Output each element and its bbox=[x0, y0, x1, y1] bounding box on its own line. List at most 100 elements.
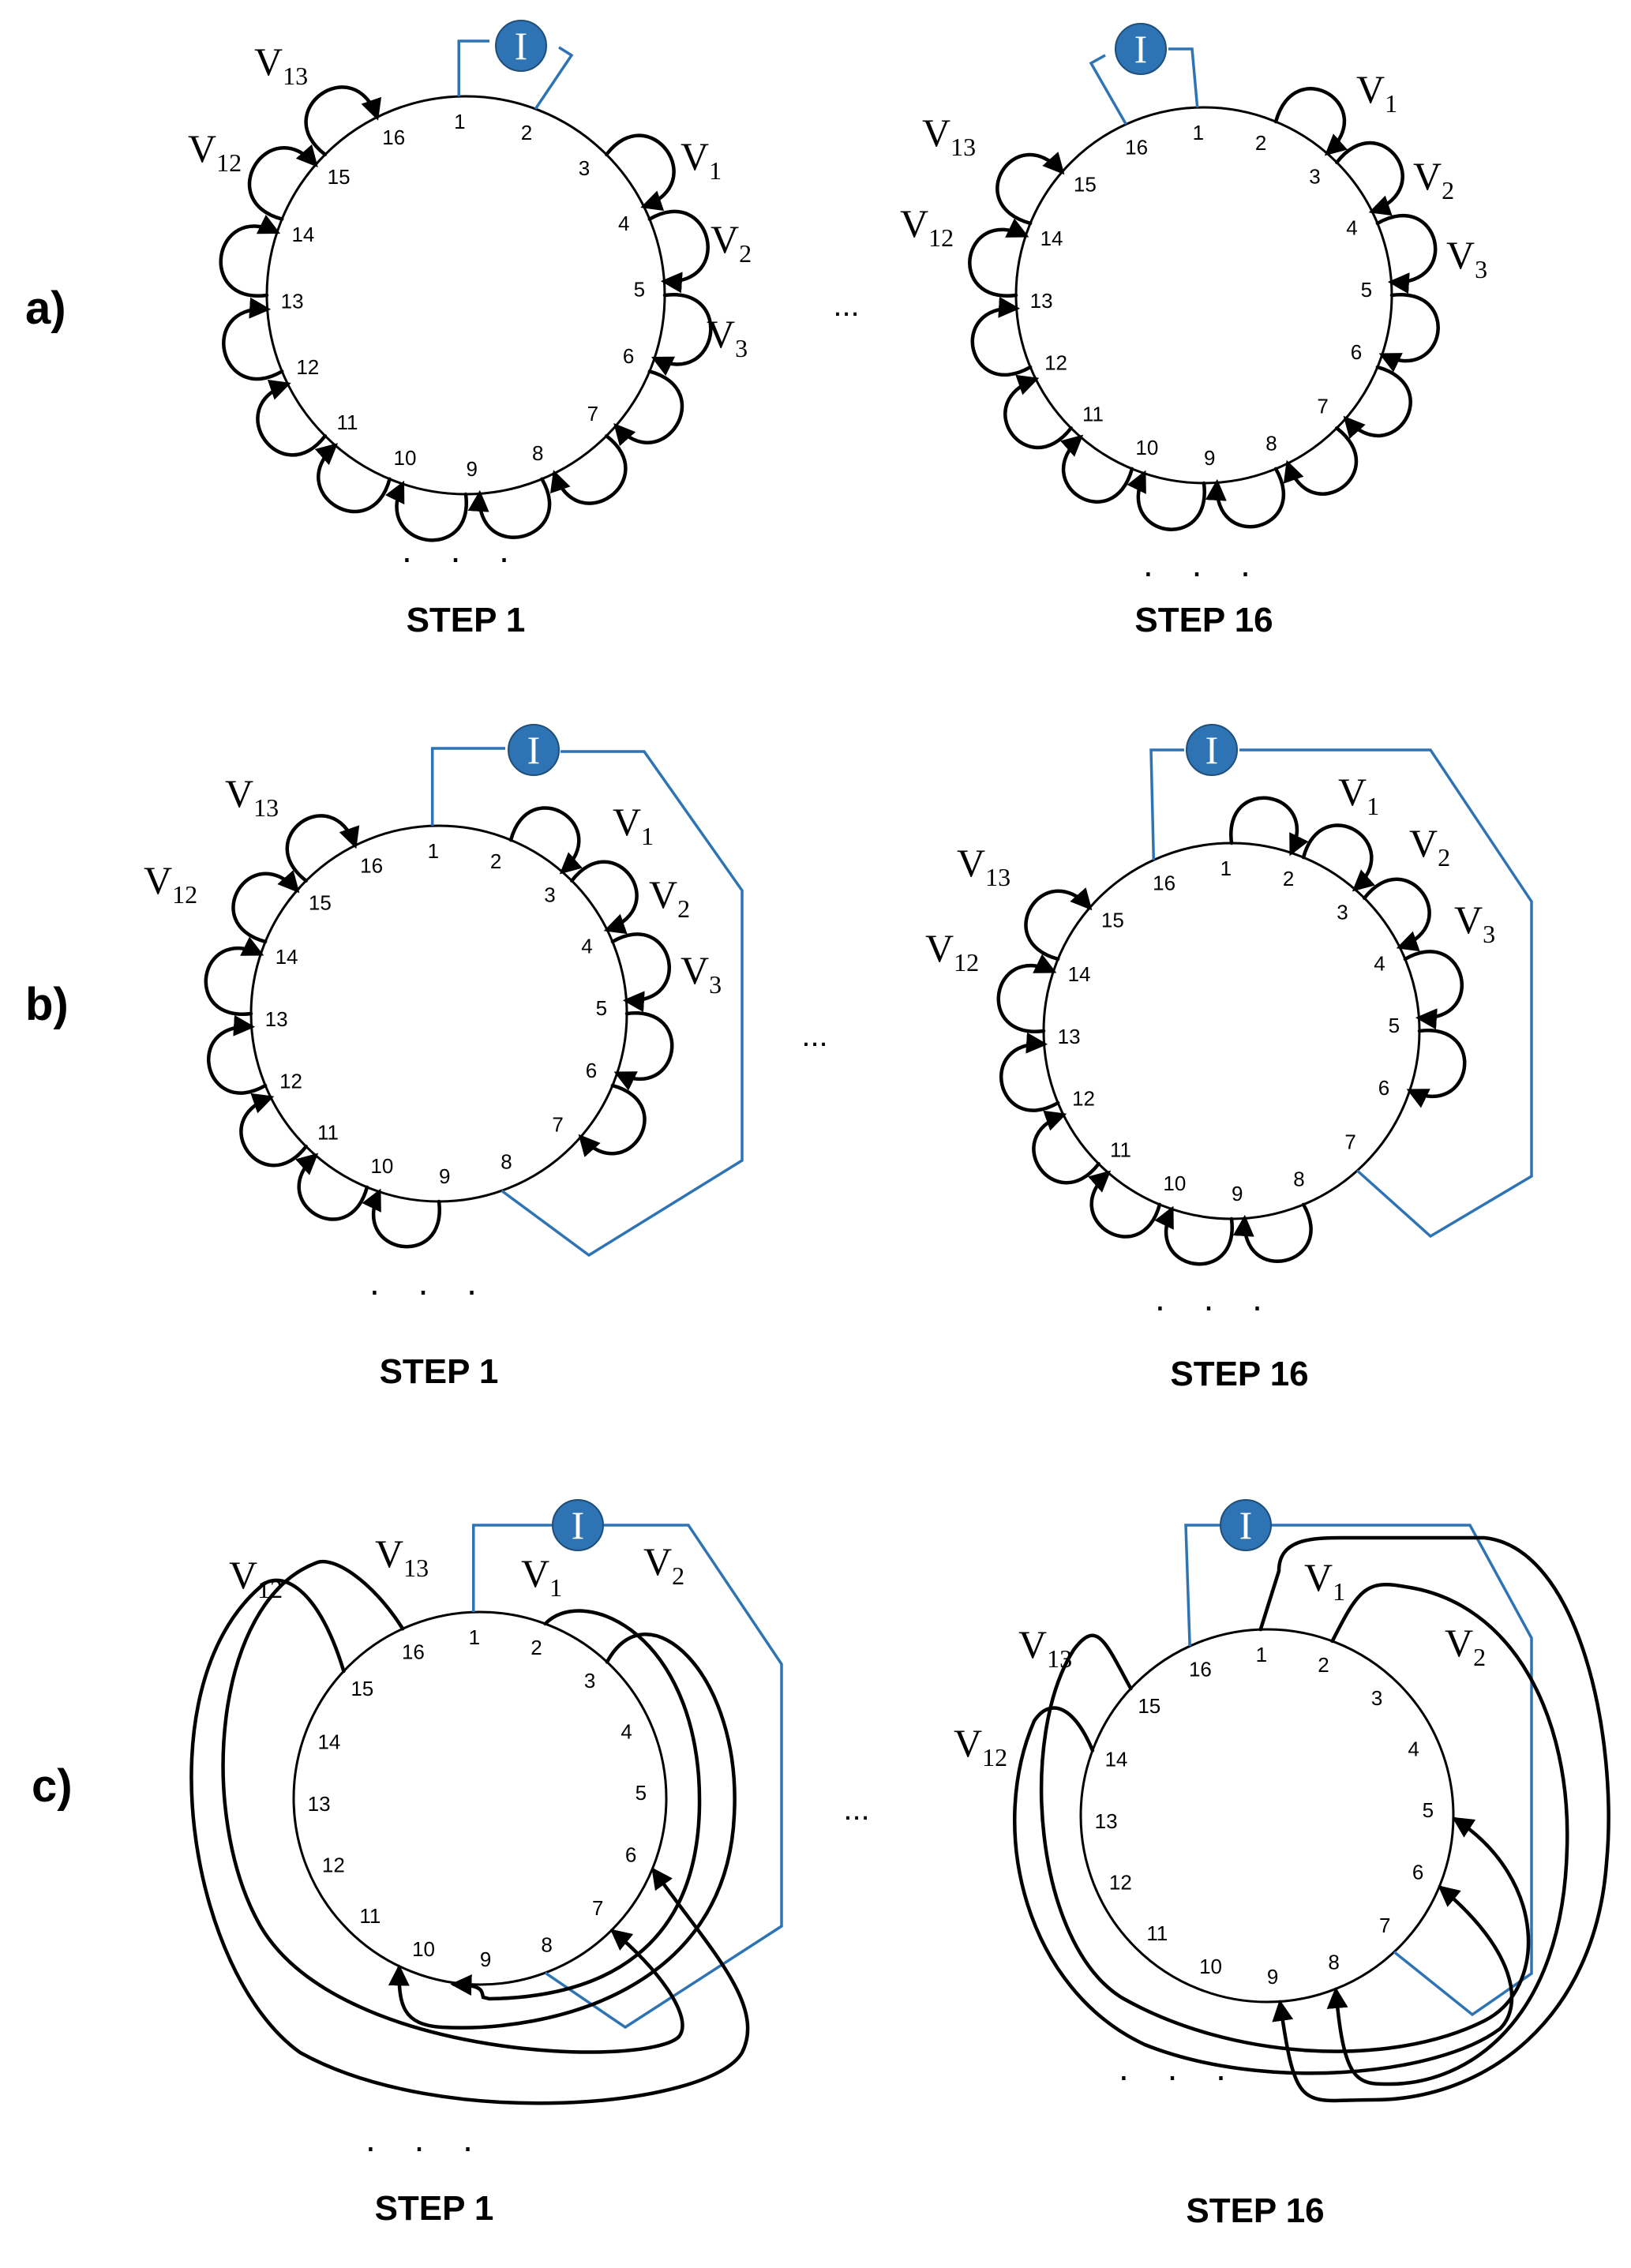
b1-node-8: 8 bbox=[501, 1149, 512, 1173]
b1-bump-arrow bbox=[613, 1011, 674, 1091]
b1-bump-arrow bbox=[207, 1014, 268, 1095]
b16-node-13: 13 bbox=[1058, 1025, 1081, 1048]
a1-bump-arrow bbox=[651, 293, 713, 376]
a1-bump-arrow bbox=[314, 443, 392, 514]
c1-node-8: 8 bbox=[541, 1933, 552, 1957]
c16-node-16: 16 bbox=[1189, 1657, 1212, 1681]
b1-source-wire bbox=[430, 747, 744, 1258]
c1-node-15: 15 bbox=[351, 1677, 373, 1700]
step-label-a1: STEP 1 bbox=[407, 601, 526, 639]
a1-node-12: 12 bbox=[296, 355, 319, 379]
a1-bump-arrow bbox=[550, 433, 628, 505]
b1-node-4: 4 bbox=[581, 935, 592, 958]
a16-bump-arrow bbox=[1060, 434, 1134, 504]
a1-node-4: 4 bbox=[618, 212, 629, 235]
a1-voltage-label-3: V3 bbox=[707, 312, 748, 362]
c1-node-10: 10 bbox=[412, 1937, 435, 1961]
b1-node-10: 10 bbox=[370, 1154, 393, 1178]
a1-bump-arrow bbox=[256, 380, 328, 457]
a1-node-10: 10 bbox=[393, 446, 416, 470]
b1-voltage-label-2: V2 bbox=[649, 872, 690, 923]
step-label-c1: STEP 1 bbox=[375, 2189, 494, 2228]
c16-voltage-label-1: V1 bbox=[1304, 1555, 1345, 1606]
a16-bump-arrow bbox=[1378, 293, 1440, 373]
c1-node-12: 12 bbox=[322, 1854, 345, 1877]
a16-bump-arrow bbox=[1205, 467, 1286, 529]
a16-voltage-label-1: V1 bbox=[1356, 67, 1397, 118]
c16-node-12: 12 bbox=[1109, 1871, 1132, 1895]
c1-node-14: 14 bbox=[317, 1730, 340, 1754]
ellipsis-c: ... bbox=[843, 1792, 869, 1827]
a16-bump-arrow bbox=[1283, 426, 1359, 496]
b1-node-5: 5 bbox=[596, 996, 607, 1020]
b16-node-10: 10 bbox=[1163, 1171, 1186, 1195]
c16-current-source-icon bbox=[1220, 1499, 1272, 1551]
b1-ring bbox=[249, 824, 628, 1203]
b16-voltage-label-12: V12 bbox=[925, 926, 979, 977]
b1-node-7: 7 bbox=[552, 1112, 563, 1136]
a16-bump-arrow bbox=[1335, 141, 1404, 216]
c1-voltage-label-13: V13 bbox=[375, 1531, 429, 1582]
c1-long-arrow-v2 bbox=[388, 1633, 737, 2030]
a1-node-13: 13 bbox=[281, 290, 304, 313]
a16-bump-arrow bbox=[1273, 87, 1348, 156]
c16-node-1: 1 bbox=[1256, 1643, 1267, 1666]
b1-node-14: 14 bbox=[276, 945, 298, 969]
b16-node-6: 6 bbox=[1378, 1076, 1389, 1100]
b16-bump-arrow bbox=[1088, 1170, 1162, 1239]
a16-node-16: 16 bbox=[1125, 136, 1148, 159]
c1-long-arrow-v12 bbox=[189, 1578, 750, 2105]
b16-node-1: 1 bbox=[1220, 857, 1232, 880]
a16-node-5: 5 bbox=[1361, 278, 1372, 302]
b1-bump-arrow bbox=[362, 1188, 441, 1249]
b1-bump-arrow bbox=[295, 1153, 369, 1221]
part-label-c: c) bbox=[32, 1760, 73, 1812]
a16-bump-arrow bbox=[995, 152, 1065, 226]
a1-bump-arrow bbox=[613, 369, 684, 447]
a1-current-source-label: I bbox=[515, 24, 528, 68]
b1-bump-arrow bbox=[231, 870, 300, 944]
a1-node-3: 3 bbox=[579, 156, 590, 180]
b16-node-15: 15 bbox=[1101, 909, 1124, 932]
b1-bump-arrow bbox=[570, 860, 639, 935]
a16-node-7: 7 bbox=[1317, 394, 1328, 418]
b16-node-16: 16 bbox=[1153, 872, 1175, 895]
c1-long-arrow-v1 bbox=[450, 1609, 702, 2001]
c1-source-wire bbox=[472, 1524, 783, 2030]
b1-bump-arrow bbox=[610, 932, 671, 1013]
a16-node-9: 9 bbox=[1204, 446, 1215, 470]
a1-node-15: 15 bbox=[328, 165, 351, 189]
step-label-b1: STEP 1 bbox=[380, 1352, 499, 1391]
c1-node-9: 9 bbox=[480, 1947, 491, 1971]
a16-voltage-label-3: V3 bbox=[1446, 233, 1487, 283]
c1-node-11: 11 bbox=[359, 1904, 381, 1928]
c1-node-16: 16 bbox=[402, 1640, 425, 1663]
a1-bump-arrow bbox=[385, 480, 468, 542]
a16-voltage-label-13: V13 bbox=[922, 111, 976, 161]
a16-voltage-label-12: V12 bbox=[900, 201, 954, 252]
ellipsis-b: ... bbox=[801, 1018, 827, 1053]
c1-node-2: 2 bbox=[531, 1636, 542, 1659]
b16-node-5: 5 bbox=[1389, 1014, 1400, 1037]
b16-bump-arrow bbox=[1363, 877, 1431, 952]
ellipsis-a: ... bbox=[833, 288, 859, 323]
b16-node-8: 8 bbox=[1293, 1167, 1304, 1190]
a16-source-wire bbox=[1089, 47, 1199, 126]
b1-voltage-label-12: V12 bbox=[144, 858, 197, 909]
b16-bump-arrow bbox=[1032, 1110, 1100, 1185]
b1-node-16: 16 bbox=[360, 854, 383, 878]
a1-node-16: 16 bbox=[382, 126, 405, 149]
b16-bump-arrow bbox=[1229, 796, 1309, 857]
b16-voltage-label-3: V3 bbox=[1454, 898, 1495, 948]
c16-current-source-label: I bbox=[1239, 1503, 1253, 1547]
c16-long-arrow-v2 bbox=[1326, 1582, 1569, 2086]
b1-node-12: 12 bbox=[279, 1069, 302, 1093]
a16-node-3: 3 bbox=[1309, 164, 1320, 188]
a1-node-1: 1 bbox=[454, 110, 465, 133]
a16-bump-arrow bbox=[1003, 374, 1073, 450]
a1-bump-arrow bbox=[647, 209, 710, 294]
